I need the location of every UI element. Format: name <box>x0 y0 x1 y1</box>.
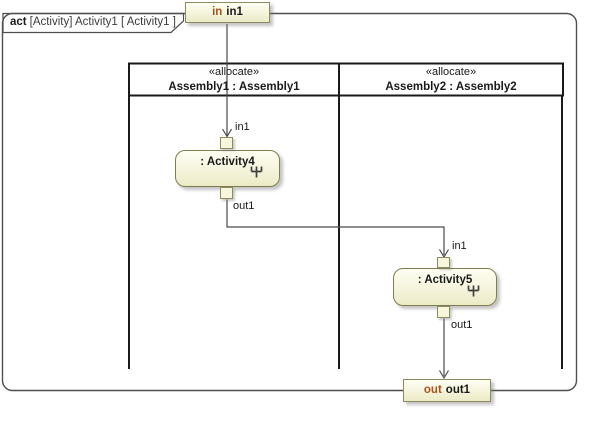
action-name: : Activity5 <box>417 274 473 286</box>
object-flow-activity4-to-activity5[interactable] <box>226 199 445 256</box>
action-activity4[interactable]: : Activity4 <box>175 150 280 187</box>
output-pin-activity4[interactable] <box>220 187 233 199</box>
diagram-frame[interactable] <box>1 12 578 392</box>
arrowhead-icon <box>438 370 450 380</box>
action-name: : Activity4 <box>200 156 255 168</box>
swimlane-name: Assembly2 : Assembly2 <box>385 81 517 93</box>
action-activity5[interactable]: : Activity5 <box>393 268 497 306</box>
parameter-direction-keyword: in <box>212 6 223 18</box>
frame-kind-keyword: act <box>10 16 27 28</box>
pin-label: in1 <box>452 240 467 252</box>
frame-tab-text: [Activity] Activity1 [ Activity1 ] <box>29 16 176 28</box>
swimlane-header-assembly1[interactable]: «allocate» Assembly1 : Assembly1 <box>129 65 339 95</box>
swimlane-header-assembly2[interactable]: «allocate» Assembly2 : Assembly2 <box>339 65 563 95</box>
frame-tab-label: act[Activity] Activity1 [ Activity1 ] <box>10 16 176 28</box>
swimlane-name: Assembly1 : Assembly1 <box>168 81 300 93</box>
parameter-name: in1 <box>226 6 243 18</box>
input-pin-activity4[interactable] <box>220 137 233 149</box>
arrowhead-icon <box>221 128 233 138</box>
output-pin-activity5[interactable] <box>437 306 450 318</box>
parameter-direction-keyword: out <box>423 384 442 396</box>
swimlane-stereotype: «allocate» <box>208 66 260 78</box>
swimlane-stereotype: «allocate» <box>425 66 477 78</box>
pin-label: out1 <box>233 200 255 212</box>
input-pin-activity5[interactable] <box>437 257 450 268</box>
rake-icon <box>467 285 480 297</box>
swimlane-header-box[interactable] <box>128 62 564 97</box>
pin-label: out1 <box>451 319 473 331</box>
pin-label: in1 <box>235 121 250 133</box>
rake-icon <box>250 166 263 178</box>
parameter-name: out1 <box>445 384 471 396</box>
